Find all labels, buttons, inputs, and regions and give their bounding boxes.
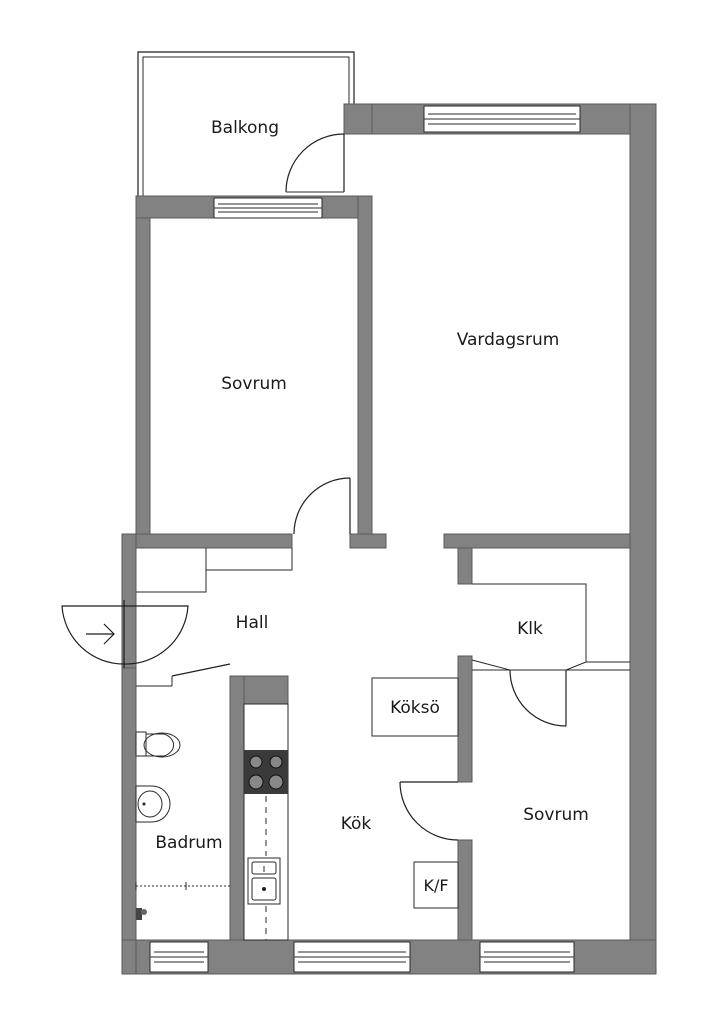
- toilet-icon: [135, 731, 181, 758]
- room-label-klk: Klk: [517, 619, 543, 639]
- stove-icon: [244, 750, 288, 794]
- sink-icon: [247, 857, 281, 905]
- room-label-balkong: Balkong: [211, 118, 279, 138]
- room-label-kok: Kök: [341, 814, 372, 834]
- room-label-sovrum-right: Sovrum: [523, 805, 589, 825]
- room-label-hall: Hall: [236, 613, 269, 633]
- room-label-koksö: Köksö: [390, 698, 440, 718]
- kitchen-island: [371, 677, 459, 737]
- room-label-badrum: Badrum: [155, 833, 222, 853]
- balcony: [137, 51, 355, 198]
- entrance-arrow-icon: [86, 623, 115, 645]
- doors: [61, 133, 567, 841]
- windows: [149, 105, 581, 973]
- room-label-sovrum-left: Sovrum: [221, 374, 287, 394]
- label-kf: K/F: [423, 876, 448, 895]
- washbasin-icon: [135, 785, 171, 823]
- shower: [135, 882, 230, 890]
- faucet-icon: [136, 908, 147, 920]
- closets: [136, 548, 630, 671]
- kitchen-counter: [243, 703, 289, 941]
- room-label-vardagsrum: Vardagsrum: [457, 330, 560, 350]
